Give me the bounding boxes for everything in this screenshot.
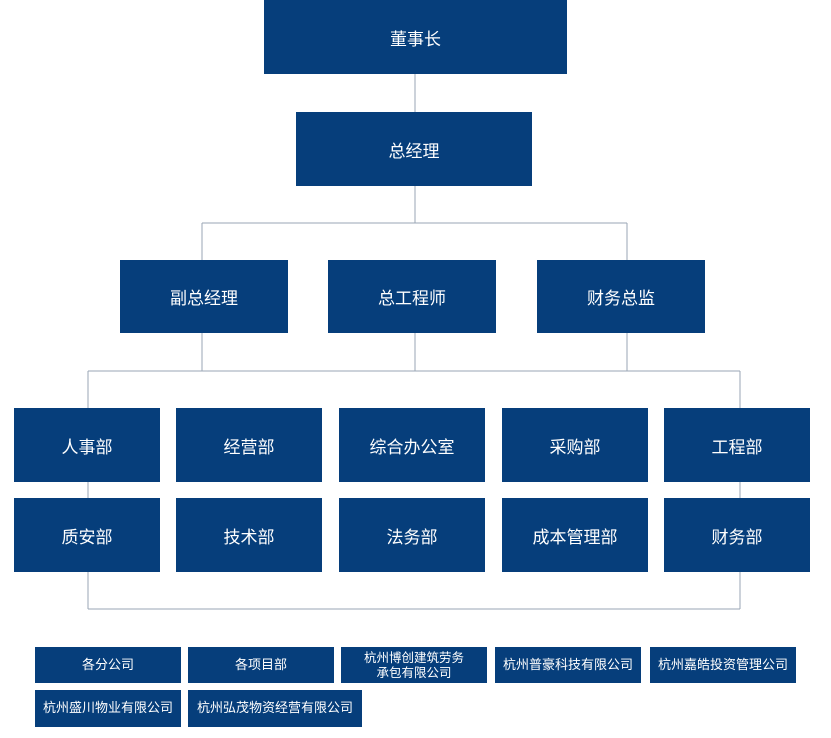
jiahao-investment-company-box: 杭州嘉皓投资管理公司 (650, 647, 796, 683)
deputy-general-manager-box: 副总经理 (120, 260, 288, 333)
engineering-department-box: 工程部 (664, 408, 810, 482)
procurement-department-box: 采购部 (502, 408, 648, 482)
finance-director-box: 财务总监 (537, 260, 705, 333)
shengchuan-property-company-box: 杭州盛川物业有限公司 (35, 690, 181, 727)
cost-management-department-box: 成本管理部 (502, 498, 648, 572)
chief-engineer-box: 总工程师 (328, 260, 496, 333)
chairman-box: 董事长 (264, 0, 567, 74)
quality-safety-department-box: 质安部 (14, 498, 160, 572)
general-manager-box: 总经理 (296, 112, 532, 186)
finance-department-box: 财务部 (664, 498, 810, 572)
puhao-technology-company-box: 杭州普豪科技有限公司 (495, 647, 641, 683)
hongmao-materials-company-box: 杭州弘茂物资经营有限公司 (188, 690, 362, 727)
legal-department-box: 法务部 (339, 498, 485, 572)
branch-companies-box: 各分公司 (35, 647, 181, 683)
bochuang-labor-company-box: 杭州博创建筑劳务 承包有限公司 (341, 647, 487, 683)
project-departments-box: 各项目部 (188, 647, 334, 683)
technical-department-box: 技术部 (176, 498, 322, 572)
general-office-box: 综合办公室 (339, 408, 485, 482)
hr-department-box: 人事部 (14, 408, 160, 482)
business-department-box: 经营部 (176, 408, 322, 482)
